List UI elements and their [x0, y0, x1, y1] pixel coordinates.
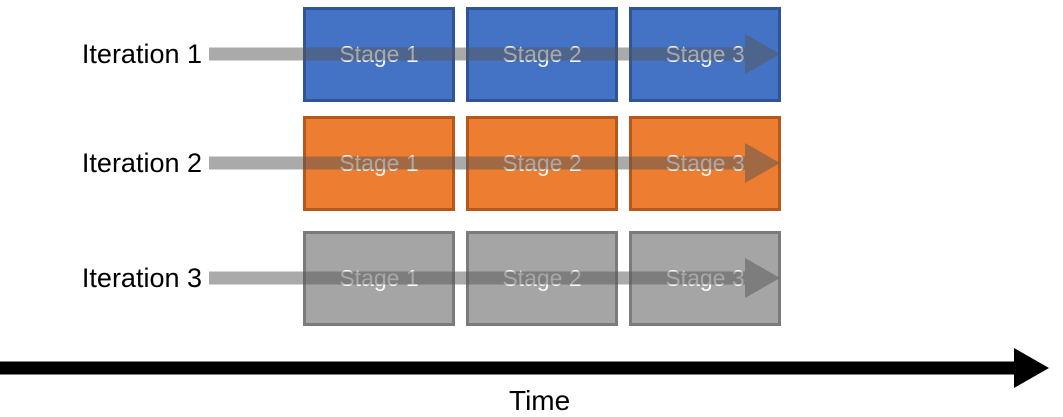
iteration-3-stage-2-box: Stage 2: [466, 231, 618, 326]
stage-label: Stage 3: [665, 150, 745, 176]
iteration-row-3: Iteration 3 Stage 1 Stage 2 Stage 3: [0, 231, 1063, 326]
iteration-2-stage-2-box: Stage 2: [466, 116, 618, 211]
stage-label: Stage 1: [339, 150, 419, 176]
iteration-2-stage-3-box: Stage 3: [629, 116, 781, 211]
stage-label: Stage 2: [502, 265, 582, 291]
time-axis-label: Time: [509, 385, 571, 416]
iteration-row-1: Iteration 1 Stage 1 Stage 2 Stage 3: [0, 7, 1063, 102]
iteration-2-stage-1-box: Stage 1: [303, 116, 455, 211]
iteration-3-stage-1-box: Stage 1: [303, 231, 455, 326]
iteration-3-label: Iteration 3: [81, 263, 202, 293]
iteration-2-label: Iteration 2: [81, 148, 202, 178]
iteration-1-stage-1-box: Stage 1: [303, 7, 455, 102]
iteration-row-2: Iteration 2 Stage 1 Stage 2 Stage 3: [0, 116, 1063, 211]
iteration-1-stage-2-box: Stage 2: [466, 7, 618, 102]
stage-label: Stage 2: [502, 41, 582, 67]
iteration-1-label: Iteration 1: [81, 39, 202, 69]
stage-label: Stage 1: [339, 41, 419, 67]
iteration-1-stage-3-box: Stage 3: [629, 7, 781, 102]
stage-label: Stage 2: [502, 150, 582, 176]
time-axis-arrow-icon: [0, 348, 1049, 388]
stage-label: Stage 1: [339, 265, 419, 291]
stage-label: Stage 3: [665, 265, 745, 291]
iteration-3-stage-3-box: Stage 3: [629, 231, 781, 326]
stage-label: Stage 3: [665, 41, 745, 67]
